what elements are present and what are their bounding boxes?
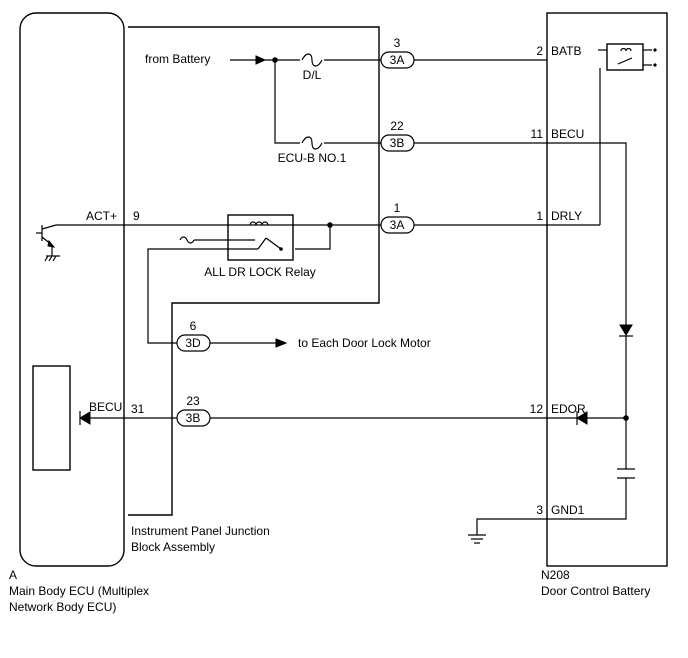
- connector-c4-id: 3D: [185, 336, 201, 350]
- becu-left-label: BECU: [89, 400, 122, 414]
- from-battery-arrow: [255, 55, 267, 65]
- relay-contact-feed: [295, 225, 331, 250]
- from-battery-label: from Battery: [145, 52, 210, 66]
- drly-pin: 1: [536, 209, 543, 223]
- ecu-name-line2: Network Body ECU): [9, 600, 116, 614]
- connector-c3: [380, 216, 415, 234]
- becu-feed-wire: [274, 60, 381, 144]
- connector-c2: [380, 134, 415, 152]
- connector-c4: [176, 334, 211, 352]
- main-body-ecu-box: [19, 12, 125, 567]
- connector-c2-pin: 22: [390, 119, 404, 133]
- junction-block-outline: [128, 26, 380, 516]
- all-dr-lock-relay-box: [227, 214, 294, 261]
- to-motor-arrow: [275, 338, 288, 348]
- battery-code-label: N208: [541, 568, 570, 582]
- drly-label: DRLY: [551, 209, 582, 223]
- battery-name-label: Door Control Battery: [541, 584, 650, 598]
- relay-spring-symbol: [179, 236, 195, 244]
- relay-switch-arm: [265, 237, 282, 250]
- becu-left-diode: [79, 411, 91, 425]
- battery-relay-coil: [620, 47, 632, 52]
- relay-to-3d-wire: [147, 248, 258, 344]
- batb-label: BATB: [551, 44, 581, 58]
- connector-c2-id: 3B: [390, 136, 405, 150]
- connector-c1: [380, 51, 415, 69]
- connector-c1-pin: 3: [394, 36, 401, 50]
- edor-pin: 12: [530, 402, 544, 416]
- becu-right-wire: [414, 142, 627, 325]
- becu-right-pin: 11: [531, 127, 544, 141]
- fuse-ecub-symbol: [301, 136, 323, 150]
- connector-c5-id: 3B: [186, 411, 201, 425]
- junction-block-label-line2: Block Assembly: [131, 540, 215, 554]
- to-motor-label: to Each Door Lock Motor: [298, 336, 431, 350]
- fuse-ecub-label: ECU-B NO.1: [278, 151, 347, 165]
- becu-right-label: BECU: [551, 127, 584, 141]
- becu-diode: [619, 324, 633, 336]
- ecu-code-label: A: [9, 568, 17, 582]
- fuse-dl-label: D/L: [303, 68, 322, 82]
- fuse-dl-symbol: [301, 53, 323, 67]
- act-plus-label: ACT+: [86, 209, 117, 223]
- ecu-name-line1: Main Body ECU (Multiplex: [9, 584, 149, 598]
- ecu-internal-block: [32, 365, 71, 471]
- connector-c5-pin: 23: [186, 394, 200, 408]
- door-control-battery-box: [546, 12, 668, 567]
- relay-coil-symbol: [249, 221, 269, 226]
- gnd1-label: GND1: [551, 503, 585, 517]
- becu-left-pin: 31: [131, 402, 145, 416]
- junction-block-label-line1: Instrument Panel Junction: [131, 524, 270, 538]
- connector-c3-id: 3A: [390, 218, 405, 232]
- connector-c3-pin: 1: [394, 201, 401, 215]
- gnd1-pin: 3: [536, 503, 543, 517]
- connector-c1-id: 3A: [390, 53, 405, 67]
- connector-c5: [176, 409, 211, 427]
- batb-pin: 2: [536, 44, 543, 58]
- act-pin: 9: [133, 209, 140, 223]
- connector-c4-pin: 6: [190, 319, 197, 333]
- battery-relay-switch: [617, 57, 633, 65]
- edor-label: EDOR: [551, 402, 586, 416]
- relay-label: ALL DR LOCK Relay: [204, 265, 316, 279]
- gnd1-wire: [476, 478, 627, 535]
- battery-relay-box: [606, 43, 644, 71]
